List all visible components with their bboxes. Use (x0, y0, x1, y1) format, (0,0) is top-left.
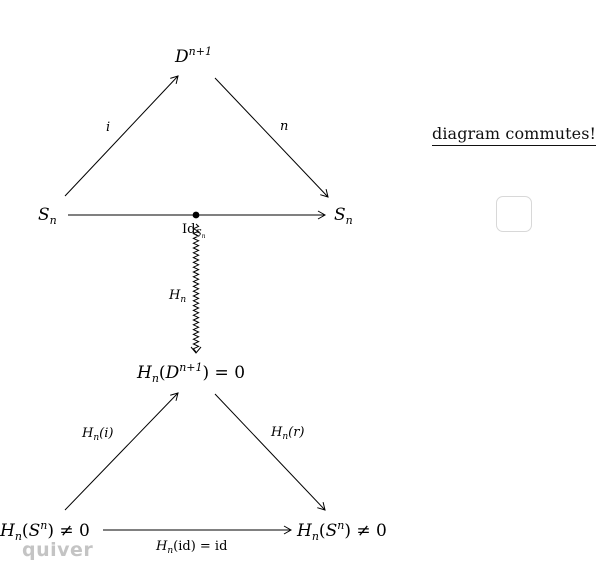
edge-label-n: n (280, 119, 288, 134)
edge-label-hn-r: Hn(r) (270, 425, 305, 442)
identity-dot[interactable] (192, 211, 200, 219)
node-hn-s-left[interactable]: Hn(Sn) ≠ 0 (0, 519, 90, 543)
edge-label-i: i (106, 120, 110, 135)
arrow-hn-i[interactable] (64, 392, 179, 511)
quiver-brand-logo: quiver (22, 539, 94, 561)
node-s-n-left[interactable]: Sn (38, 205, 57, 227)
edge-label-hn: Hn (168, 288, 186, 305)
squiggle-arrow-hn[interactable] (192, 223, 200, 353)
edge-label-id: IdSn (182, 222, 206, 240)
node-hn-d[interactable]: Hn(Dn+1) = 0 (136, 361, 245, 385)
edge-label-hn-i: Hn(i) (81, 426, 113, 443)
node-hn-s-right[interactable]: Hn(Sn) ≠ 0 (296, 519, 387, 543)
node-s-n-right[interactable]: Sn (334, 205, 353, 227)
diagram-commutes-label: diagram commutes! (432, 124, 597, 146)
squiggle-arrowhead (190, 346, 202, 354)
commutes-checkbox[interactable] (496, 196, 532, 232)
arrow-n[interactable] (214, 77, 329, 198)
edge-label-hn-id: Hn(id) = id (155, 539, 227, 556)
arrow-i[interactable] (64, 75, 179, 197)
node-d-n-plus-1[interactable]: Dn+1 (174, 45, 212, 67)
arrow-hn-r[interactable] (214, 393, 326, 511)
